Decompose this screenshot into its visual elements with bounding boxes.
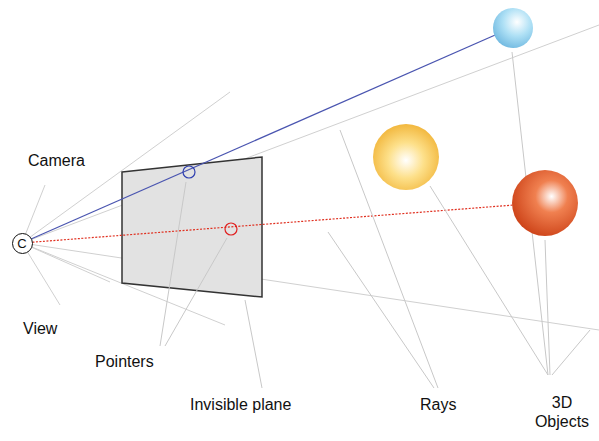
blue-pointer: [183, 166, 195, 178]
part-label: 3D Objects: [526, 393, 598, 431]
camera-circle: C: [12, 233, 33, 254]
leader-lines: [160, 52, 590, 388]
blue-sphere: [493, 8, 533, 48]
frustum-lines: [22, 25, 599, 330]
part-label: Pointers: [95, 352, 154, 371]
red-sphere: [512, 170, 578, 236]
invisible-plane: [122, 157, 262, 297]
blue-ray: [22, 32, 502, 243]
part-label: Invisible plane: [190, 395, 291, 414]
red-pointer: [225, 223, 237, 235]
part-label: Camera: [28, 151, 85, 170]
yellow-sphere: [373, 124, 439, 190]
part-label: Rays: [420, 395, 456, 414]
part-label: View: [23, 319, 57, 338]
camera-letter: C: [17, 236, 26, 251]
